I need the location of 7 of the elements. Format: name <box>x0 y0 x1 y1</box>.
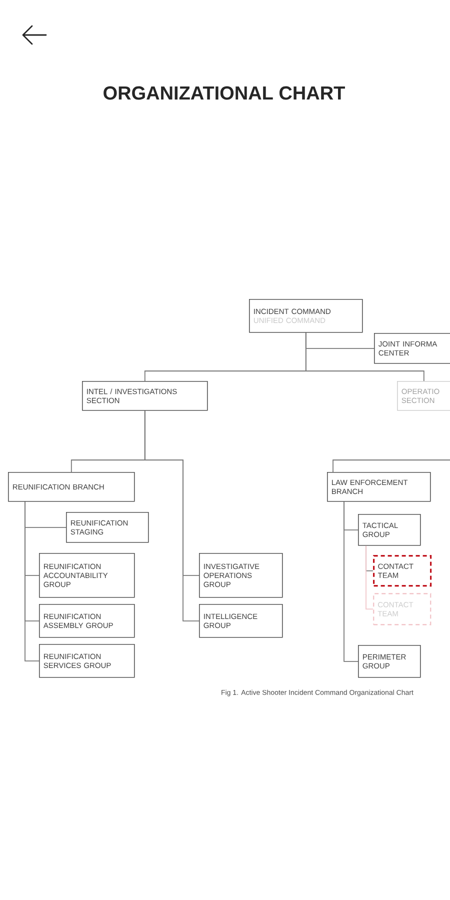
connector-line <box>144 410 200 622</box>
connector-line <box>344 501 358 662</box>
connector-line <box>24 501 40 662</box>
connector-line <box>305 332 424 382</box>
connector-line <box>332 460 450 472</box>
chart-title: ORGANIZATIONAL CHART <box>104 86 345 100</box>
connector-line <box>366 545 374 610</box>
